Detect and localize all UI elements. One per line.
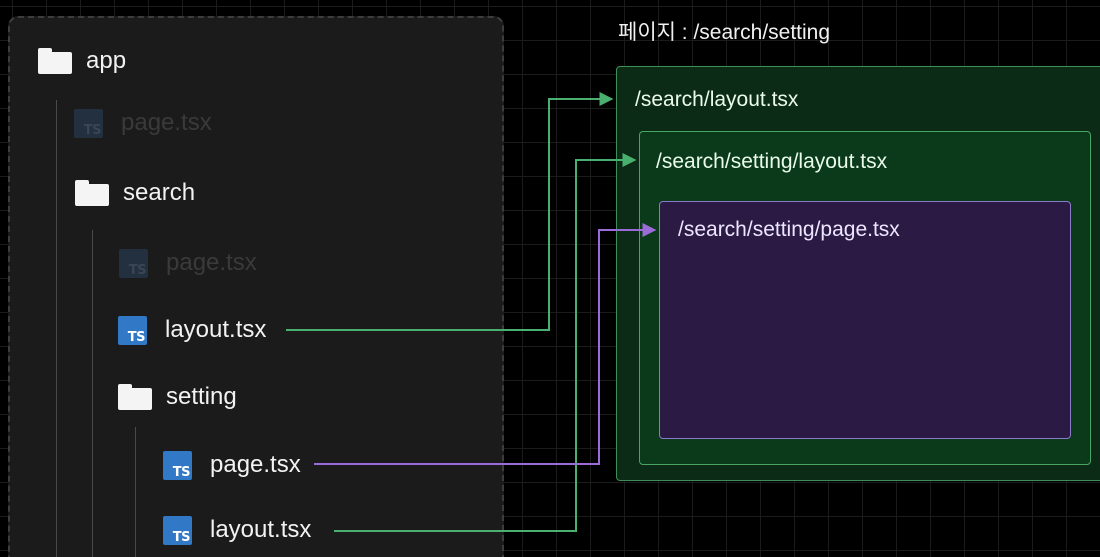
page-title: 페이지 : /search/setting	[618, 21, 831, 44]
tree-file-app-page[interactable]: TS page.tsx	[74, 103, 212, 143]
file-label: page.tsx	[210, 451, 301, 478]
folder-icon	[75, 180, 109, 206]
tree-folder-search[interactable]: search	[75, 173, 195, 213]
file-label: layout.tsx	[165, 316, 267, 343]
typescript-icon: TS	[163, 515, 192, 545]
tree-folder-setting[interactable]: setting	[118, 377, 237, 417]
setting-page-box-label: /search/setting/page.tsx	[678, 218, 900, 241]
file-label: page.tsx	[121, 109, 212, 136]
setting-layout-box-label: /search/setting/layout.tsx	[656, 150, 888, 173]
typescript-icon: TS	[74, 108, 103, 138]
search-layout-box-label: /search/layout.tsx	[635, 88, 799, 111]
folder-label: setting	[166, 383, 237, 410]
typescript-icon: TS	[118, 315, 147, 345]
tree-guide-app	[56, 100, 57, 557]
tree-file-search-layout[interactable]: TS layout.tsx	[118, 310, 266, 350]
typescript-icon: TS	[119, 248, 148, 278]
tree-folder-app[interactable]: app	[38, 41, 126, 81]
file-label: page.tsx	[166, 249, 257, 276]
typescript-icon: TS	[163, 450, 192, 480]
tree-guide-setting	[135, 427, 136, 557]
tree-file-setting-layout[interactable]: TS layout.tsx	[163, 510, 311, 550]
tree-file-search-page[interactable]: TS page.tsx	[119, 243, 257, 283]
folder-icon	[38, 48, 72, 74]
setting-page-box: /search/setting/page.tsx	[659, 201, 1071, 439]
folder-label: app	[86, 47, 127, 74]
folder-icon	[118, 384, 152, 410]
file-label: layout.tsx	[210, 516, 312, 543]
tree-file-setting-page[interactable]: TS page.tsx	[163, 445, 301, 485]
tree-guide-search	[92, 230, 93, 557]
folder-label: search	[123, 179, 196, 206]
